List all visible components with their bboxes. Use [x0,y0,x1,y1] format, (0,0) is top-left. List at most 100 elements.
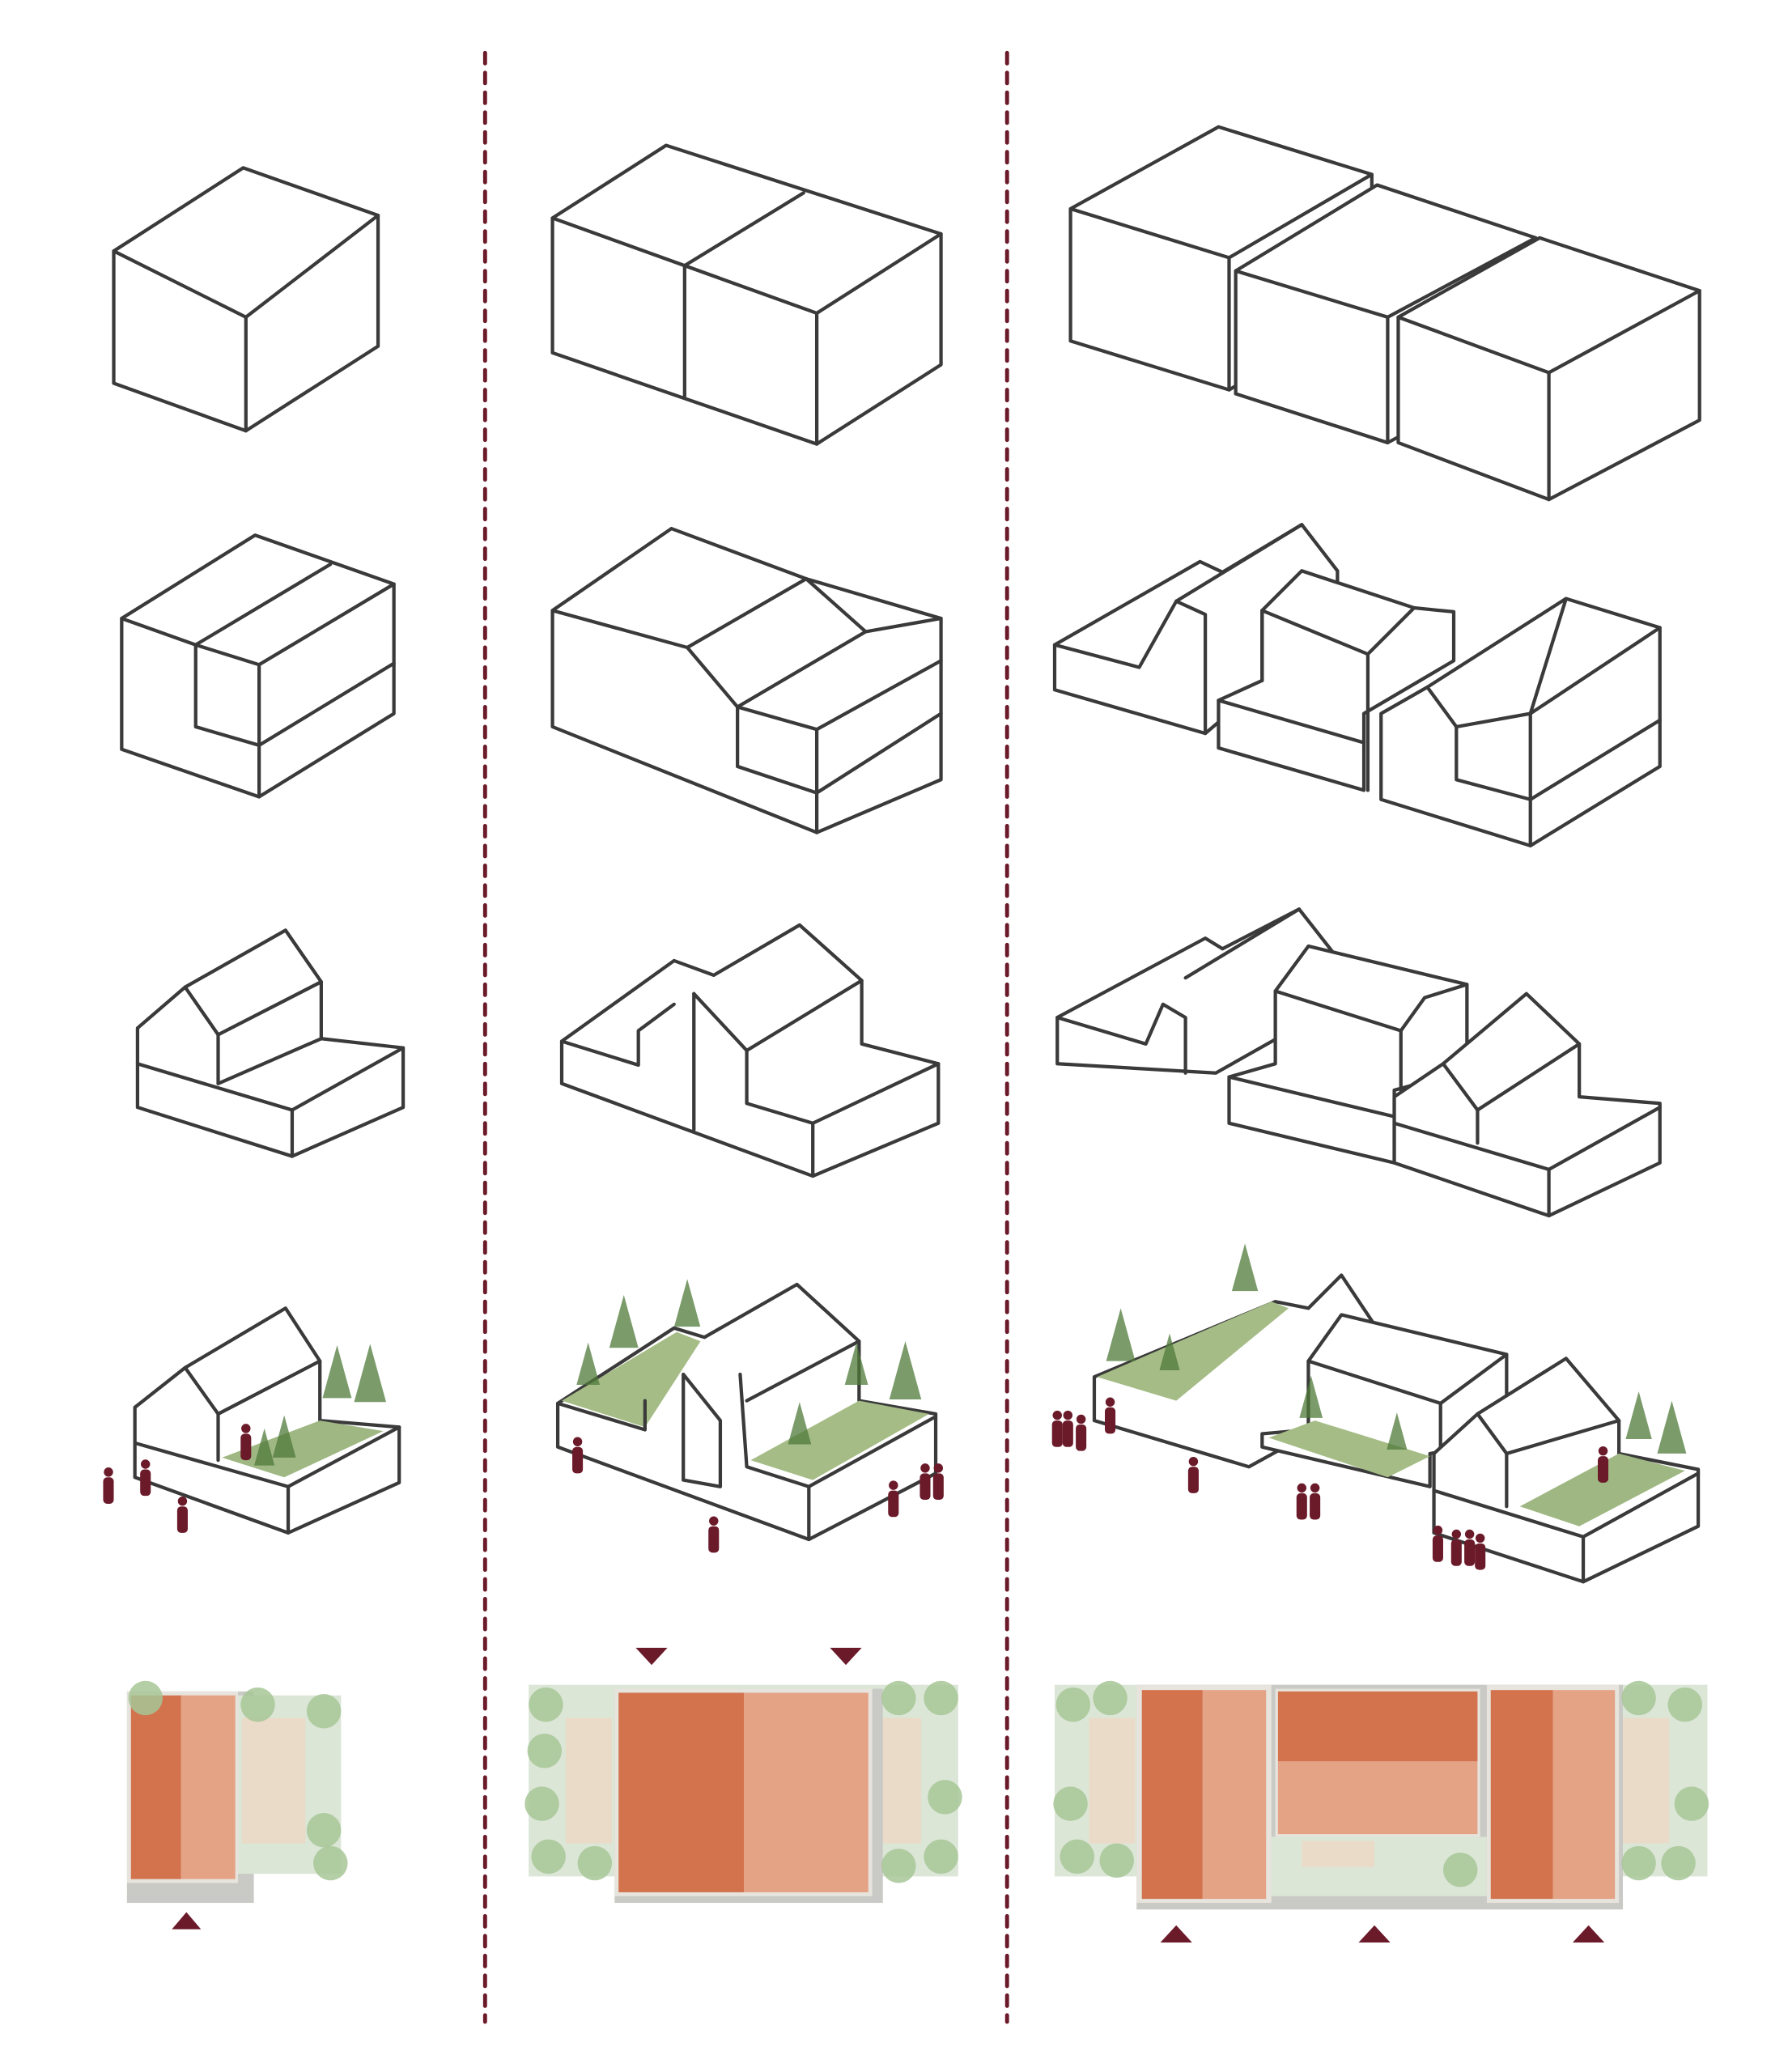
person-icon [1296,1492,1307,1520]
person-icon [1450,1539,1462,1566]
person-icon [241,1424,251,1433]
person-icon [708,1526,720,1553]
person-icon [1310,1492,1321,1520]
plan-tree-icon [1674,1786,1709,1821]
tree-icon [1625,1391,1652,1439]
person-icon [1297,1483,1306,1493]
plan-tree-icon [924,1680,958,1716]
plan-tree-icon [1060,1839,1094,1875]
person-icon [176,1506,188,1533]
person-icon [1464,1539,1476,1566]
plan-triple [1054,1684,1708,1942]
person-icon [104,1467,113,1477]
volume-single-gable [135,928,406,1158]
person-icon [932,1473,944,1501]
volume-triple-gable [1055,907,1662,1218]
entrance-marker [635,1647,668,1666]
person-icon [140,1469,151,1497]
volume-triple-carved [1052,523,1662,848]
person-icon [1433,1525,1443,1535]
plan-tree-icon [1442,1852,1478,1887]
person-icon [177,1496,188,1506]
plan-tree-icon [1661,1845,1696,1881]
tree-icon [322,1345,352,1399]
person-icon [933,1463,944,1473]
person-icon [1062,1420,1073,1447]
tree-icon [576,1342,601,1386]
tree-icon [673,1279,701,1327]
person-icon [1076,1414,1086,1424]
plan-tree-icon [924,1839,958,1875]
person-icon [1598,1456,1609,1483]
plan-tree-icon [1621,1680,1656,1716]
plan-tree-icon [928,1780,962,1815]
plan-tree-icon [529,1687,563,1722]
plan-tree-icon [128,1680,163,1716]
person-icon [1464,1529,1475,1539]
plan-tree-icon [1055,1687,1091,1722]
person-icon [919,1473,931,1501]
person-icon [1188,1457,1199,1467]
landscaped-massing-row [133,1273,1701,1584]
person-icon [1105,1397,1115,1407]
tree-icon [609,1295,639,1348]
person-icon [1105,1407,1116,1434]
tree-icon [844,1342,869,1386]
entrance-marker [1358,1925,1391,1942]
tree-icon [1387,1412,1408,1450]
plan-tree-icon [527,1734,562,1768]
tree-icon [1159,1333,1180,1371]
entrance-marker [1160,1925,1192,1942]
tree-icon [354,1344,387,1403]
tree-icon [1657,1400,1687,1454]
person-icon [1063,1410,1073,1420]
plan-tree-icon [306,1694,342,1729]
person-icon [103,1477,114,1504]
plan-tree-icon [1667,1687,1702,1722]
person-icon [1432,1535,1443,1562]
plan-tree-icon [1099,1843,1134,1878]
person-icon [1475,1543,1486,1570]
person-icon [572,1437,583,1446]
tree-icon [1299,1375,1323,1418]
tree-icon [1231,1243,1259,1292]
plan-tree-icon [531,1839,566,1875]
plan-tree-icon [577,1845,613,1881]
plan-tree-icon [881,1680,916,1716]
tree-icon [788,1402,812,1445]
person-icon [1076,1424,1087,1451]
person-icon [889,1480,898,1490]
tree-icon [1106,1308,1136,1361]
volume-double-cube [550,143,943,446]
tree-icon [254,1428,275,1466]
person-icon [1451,1529,1462,1539]
plan-tree-icon [240,1687,275,1722]
person-icon [1475,1533,1485,1543]
person-icon [709,1516,719,1526]
landscaped-double [555,1282,938,1542]
plan-tree-icon [525,1786,559,1821]
volume-triple-cube [1068,125,1701,502]
plan-tree-icon [1093,1680,1128,1716]
volume-double-carved [550,526,943,834]
person-icon [888,1490,899,1518]
plan-tree-icon [306,1813,342,1848]
entrance-marker [1572,1925,1605,1942]
person-icon [240,1433,252,1461]
tree-icon [889,1341,922,1399]
person-icon [1310,1483,1320,1493]
volume-single-cube [112,166,380,433]
plan-single [126,1691,342,1930]
person-icon [920,1463,930,1473]
person-icon [1051,1420,1063,1447]
landscaped-single [133,1306,401,1535]
entrance-marker [830,1647,862,1666]
volume-double-gable [559,923,941,1178]
plan-tree-icon [881,1849,916,1883]
person-icon [1598,1446,1608,1456]
volume-single-carved [120,533,396,799]
tree-icon [272,1415,296,1458]
person-icon [1052,1410,1062,1420]
entrance-marker [172,1912,202,1930]
